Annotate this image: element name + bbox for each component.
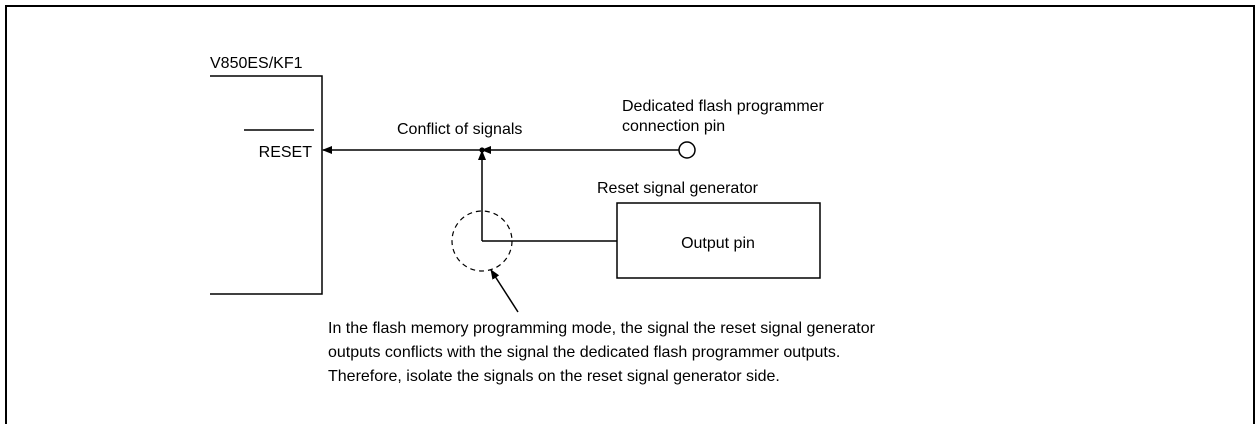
output-pin-label: Output pin [681,235,755,252]
generator-label: Reset signal generator [597,180,759,197]
device-outline [210,75,323,295]
note-pointer-line [490,269,519,313]
device-label: V850ES/KF1 [210,55,303,72]
note-line-1: In the flash memory programming mode, th… [328,320,876,337]
note-line-2: outputs conflicts with the signal the de… [328,344,840,361]
programmer-pin-label-line2: connection pin [622,118,725,135]
output-pin-box [616,202,821,279]
conflict-label: Conflict of signals [397,121,522,138]
note-line-3: Therefore, isolate the signals on the re… [328,368,780,385]
programmer-pin-icon [678,141,696,159]
outer-frame [5,5,1255,424]
reset-pin-label: RESET [259,144,313,161]
programmer-pin-label-line1: Dedicated flash programmer [622,98,825,115]
conflict-circle [451,210,513,272]
